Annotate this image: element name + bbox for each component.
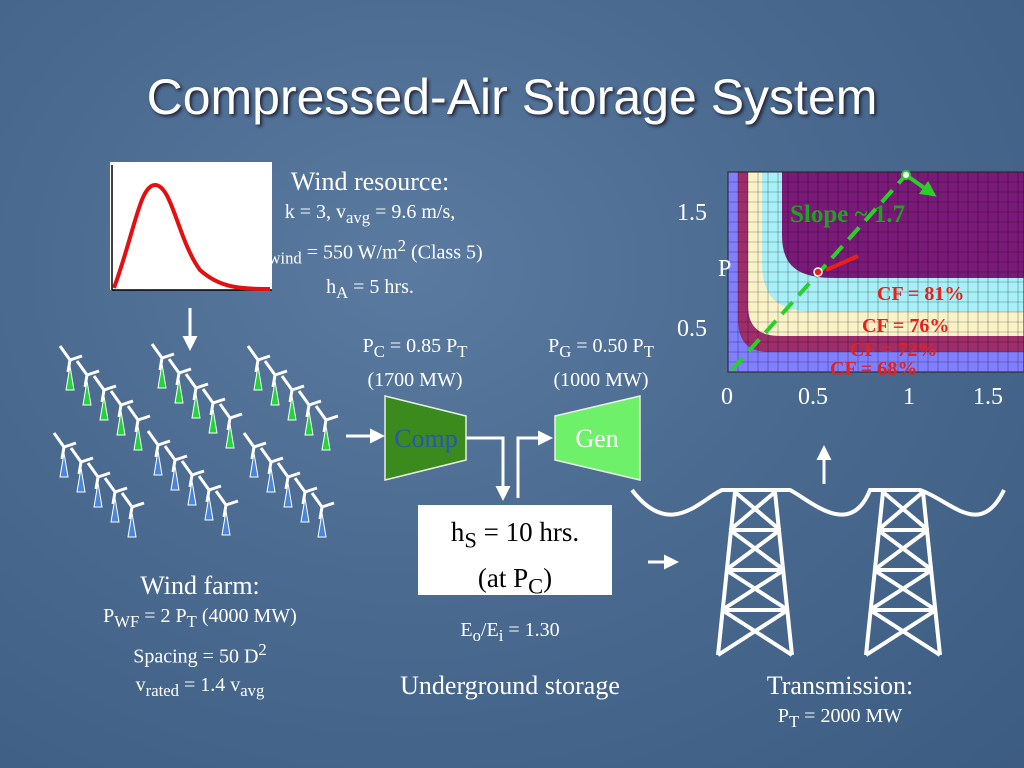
storage-at-pc: (at PC) [477, 563, 553, 599]
wind-turbine-icon [297, 390, 322, 436]
wind-turbine-icon [201, 388, 226, 434]
y-tick-0-5: 0.5 [677, 316, 707, 342]
wind-turbine-icon [259, 447, 284, 493]
page-title: Compressed-Air Storage System [146, 69, 878, 125]
compressor-shape [384, 395, 467, 481]
generator-power: PG = 0.50 PT [548, 335, 654, 361]
wind-turbine-icon [246, 345, 271, 391]
transmission-block: Transmission: PT = 2000 MW [700, 670, 980, 736]
wind-turbine-icon [263, 360, 288, 406]
compressor-power: PC = 0.85 PT [362, 335, 468, 361]
wind-turbine-icon [58, 345, 83, 391]
optimum-point [813, 267, 823, 277]
slope-annotation: Slope ~ 1.7 [790, 201, 905, 228]
transmission-tower-icon [630, 488, 1006, 657]
wind-turbine-icon [310, 492, 335, 538]
wind-turbine-icon [197, 475, 222, 521]
wind-turbine-icon [218, 403, 243, 449]
wind-turbine-array-icon [52, 343, 339, 538]
wind-turbine-icon [163, 445, 188, 491]
cf-68-label: CF = 68% [830, 358, 917, 380]
wind-turbine-icon [180, 460, 205, 506]
wind-turbine-icon [242, 432, 267, 478]
storage-duration: hS = 10 hrs. [450, 517, 580, 553]
storage-box: hS = 10 hrs. (at PC) [418, 505, 612, 599]
wind-turbine-icon [214, 490, 239, 536]
compressor-label: Comp [394, 424, 458, 453]
wind-turbine-icon [109, 390, 134, 436]
storage-label: Underground storage [400, 671, 620, 700]
generator-mw: (1000 MW) [553, 369, 649, 391]
wind-turbine-icon [280, 375, 305, 421]
capacity-factor-chart: 1.5 0.5 P 0 0.5 1 1.5 Slope ~ 1.7 CF = 8… [677, 170, 1024, 410]
wind-turbine-icon [92, 375, 117, 421]
wind-turbine-icon [126, 405, 151, 451]
slope-endpoint [901, 170, 911, 180]
wind-farm-line2: Spacing = 50 D2 [133, 640, 267, 668]
contour-band-5 [782, 172, 1024, 278]
y-partial-label: P [718, 256, 731, 282]
compressor-to-storage-arrow [466, 436, 511, 501]
weibull-distribution-icon [110, 162, 272, 291]
wind-resource-line3: hA = 5 hrs. [326, 275, 414, 302]
wind-turbine-icon [52, 432, 77, 478]
wind-turbine-icon [184, 373, 209, 419]
wind-farm-heading: Wind farm: [140, 571, 260, 600]
generator-shape [554, 395, 641, 481]
wind-turbine-icon [293, 477, 318, 523]
wind-farm-line1: PWF = 2 PT (4000 MW) [103, 605, 297, 631]
wind-resource-heading: Wind resource: [290, 167, 450, 196]
wind-turbine-icon [75, 360, 100, 406]
wind-turbine-icon [276, 462, 301, 508]
x-tick-1-5: 1.5 [973, 384, 1003, 410]
wind-turbine-icon [103, 477, 128, 523]
storage-efficiency: Eo/Ei = 1.30 [460, 619, 560, 645]
generator-power-block: PG = 0.50 PT (1000 MW) [526, 332, 676, 394]
wind-turbine-icon [314, 405, 339, 451]
x-tick-0-5: 0.5 [798, 384, 828, 410]
x-tick-0: 0 [721, 384, 733, 410]
wind-turbine-icon [167, 358, 192, 404]
wind-turbine-icon [69, 447, 94, 493]
wind-turbine-icon [146, 430, 171, 476]
y-tick-1-5: 1.5 [677, 200, 707, 226]
wind-farm-block: Wind farm: PWF = 2 PT (4000 MW) Spacing … [60, 570, 340, 705]
transmission-heading: Transmission: [766, 671, 914, 700]
wind-resource-line1: k = 3, vavg = 9.6 m/s, [284, 201, 456, 227]
cf-76-label: CF = 76% [862, 315, 949, 337]
wind-turbine-icon [86, 462, 111, 508]
compressor-power-block: PC = 0.85 PT (1700 MW) [340, 332, 490, 394]
x-tick-1: 1 [903, 384, 915, 410]
wind-turbine-icon [120, 492, 145, 538]
optimum-pointer [825, 254, 859, 272]
storage-to-generator-arrow [516, 430, 553, 498]
cf-81-label: CF = 81% [877, 283, 964, 305]
wind-farm-line3: vrated = 1.4 vavg [135, 673, 265, 700]
transmission-power: PT = 2000 MW [777, 705, 903, 731]
wind-turbine-icon [150, 343, 175, 389]
compressor-mw: (1700 MW) [367, 369, 463, 391]
generator-label: Gen [575, 424, 618, 453]
cf-72-label: CF = 72% [850, 339, 937, 361]
